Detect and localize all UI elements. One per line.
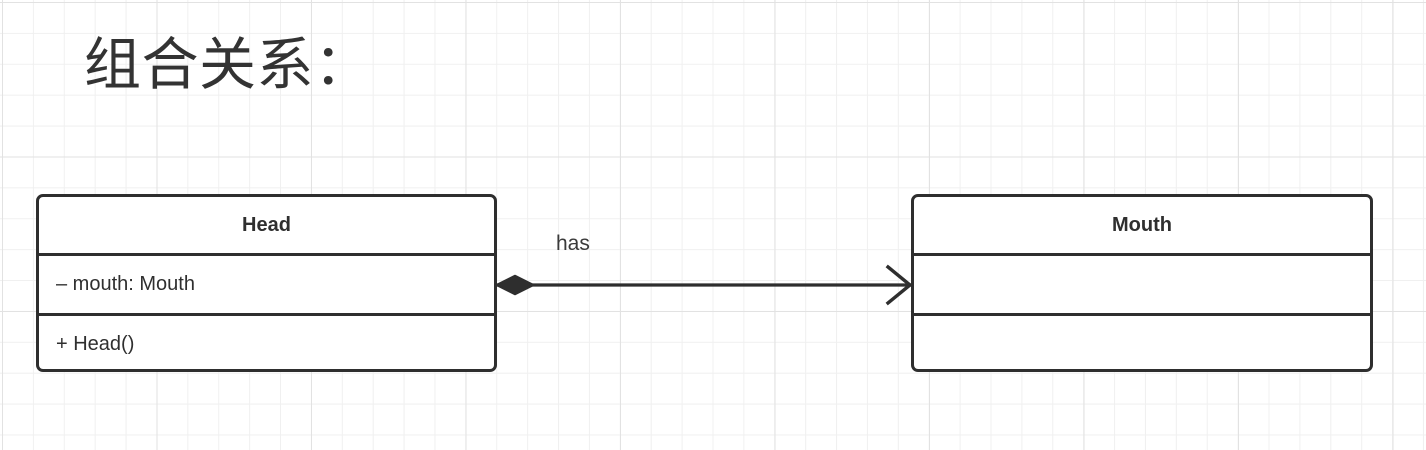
uml-class-head[interactable]: Head – mouth: Mouth + Head() [36,194,497,372]
uml-class-head-attributes: – mouth: Mouth [39,253,494,313]
uml-class-head-name: Head [242,213,291,236]
page-title: 组合关系： [84,33,372,97]
open-arrow-icon [885,264,913,306]
uml-class-mouth-attributes [914,253,1370,313]
uml-class-mouth-name: Mouth [1112,213,1172,236]
uml-class-mouth[interactable]: Mouth [911,194,1373,372]
uml-class-mouth-operations [914,313,1370,369]
uml-class-head-operations: + Head() [39,313,494,369]
connector-label: has [556,232,590,255]
uml-operation: + Head() [56,333,135,355]
uml-attribute: – mouth: Mouth [56,273,195,295]
filled-diamond-icon [495,274,535,296]
